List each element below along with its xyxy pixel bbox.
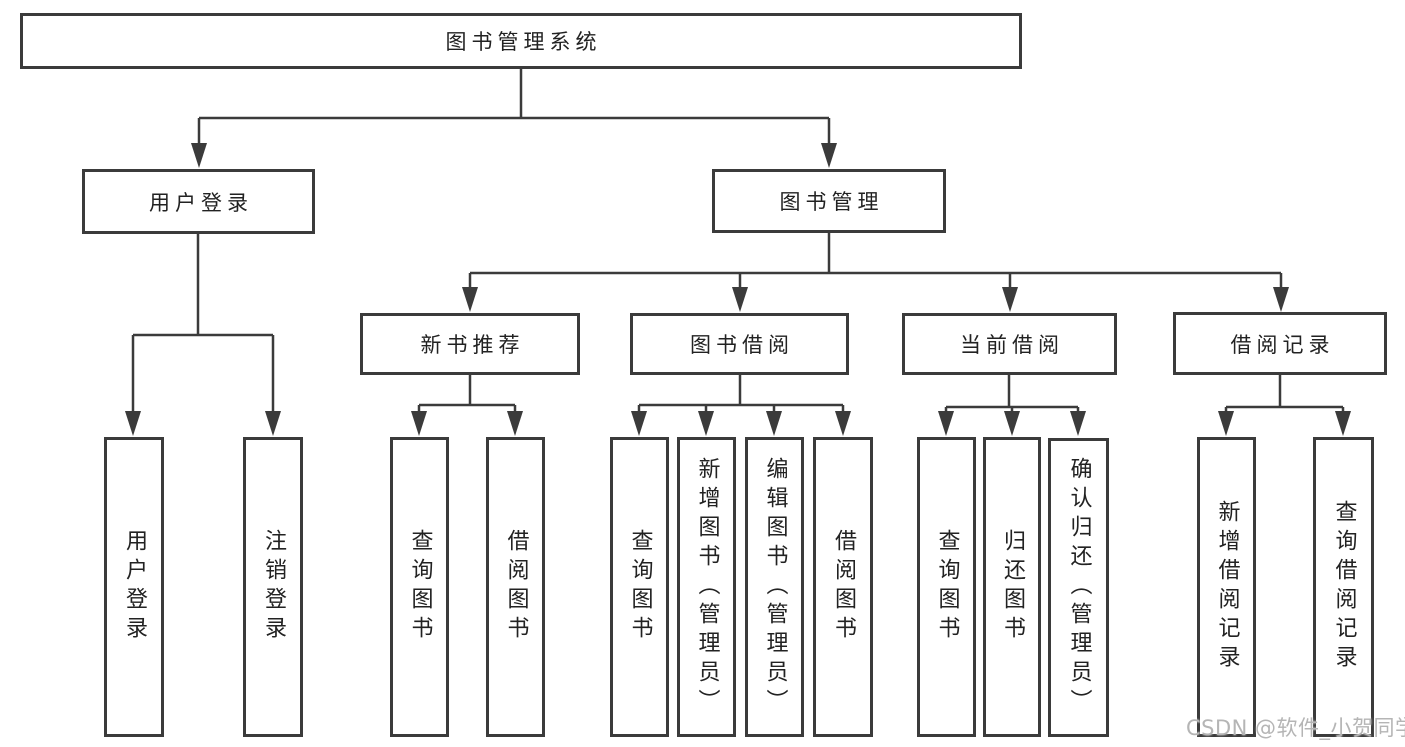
leaf-user-login-label: 用户登录 [122, 529, 147, 645]
node-book-borrow: 图书借阅 [630, 313, 849, 375]
node-new-book-recommend-label: 新书推荐 [420, 333, 525, 357]
leaf-query-borrow-record-label: 查询借阅记录 [1331, 500, 1357, 674]
leaf-newbook-borrow-books: 借阅图书 [486, 437, 545, 737]
leaf-add-borrow-record: 新增借阅记录 [1197, 437, 1256, 737]
node-book-management: 图书管理 [712, 169, 946, 233]
leaf-confirm-return-admin-label: 确认归还（管理员） [1066, 457, 1092, 718]
arrowheads [125, 143, 1351, 436]
node-root-label: 图书管理系统 [445, 30, 602, 54]
leaf-add-books-admin: 新增图书（管理员） [677, 437, 736, 737]
node-current-borrow-label: 当前借阅 [960, 333, 1064, 357]
node-root: 图书管理系统 [20, 13, 1022, 69]
node-user-login-label: 用户登录 [149, 190, 253, 215]
leaf-logout: 注销登录 [243, 437, 303, 737]
leaf-confirm-return-admin: 确认归还（管理员） [1048, 438, 1109, 737]
node-borrow-records: 借阅记录 [1173, 312, 1387, 375]
leaf-borrow-borrow-books-label: 借阅图书 [831, 529, 856, 645]
leaf-add-books-admin-label: 新增图书（管理员） [694, 456, 720, 718]
leaf-newbook-query-books-label: 查询图书 [407, 529, 433, 645]
leaf-query-borrow-record: 查询借阅记录 [1313, 437, 1374, 737]
leaf-borrow-query-books-label: 查询图书 [627, 529, 653, 645]
leaf-return-books-label: 归还图书 [1000, 529, 1025, 645]
leaf-current-query-books-label: 查询图书 [934, 529, 960, 645]
node-new-book-recommend: 新书推荐 [360, 313, 580, 375]
node-borrow-records-label: 借阅记录 [1230, 332, 1335, 357]
leaf-current-query-books: 查询图书 [917, 437, 976, 737]
leaf-user-login: 用户登录 [104, 437, 164, 737]
leaf-edit-books-admin-label: 编辑图书（管理员） [762, 456, 788, 718]
leaf-add-borrow-record-label: 新增借阅记录 [1214, 500, 1240, 674]
leaf-newbook-query-books: 查询图书 [390, 437, 449, 737]
node-current-borrow: 当前借阅 [902, 313, 1117, 375]
node-book-borrow-label: 图书借阅 [690, 333, 794, 357]
leaf-borrow-borrow-books: 借阅图书 [813, 437, 873, 737]
csdn-watermark: CSDN @软件_小贺同学 [1186, 716, 1405, 740]
leaf-newbook-borrow-books-label: 借阅图书 [503, 529, 529, 645]
leaf-logout-label: 注销登录 [261, 529, 286, 645]
node-book-management-label: 图书管理 [779, 190, 884, 214]
leaf-return-books: 归还图书 [983, 437, 1041, 737]
leaf-edit-books-admin: 编辑图书（管理员） [745, 437, 804, 737]
leaf-borrow-query-books: 查询图书 [610, 437, 669, 737]
node-user-login: 用户登录 [82, 169, 315, 234]
